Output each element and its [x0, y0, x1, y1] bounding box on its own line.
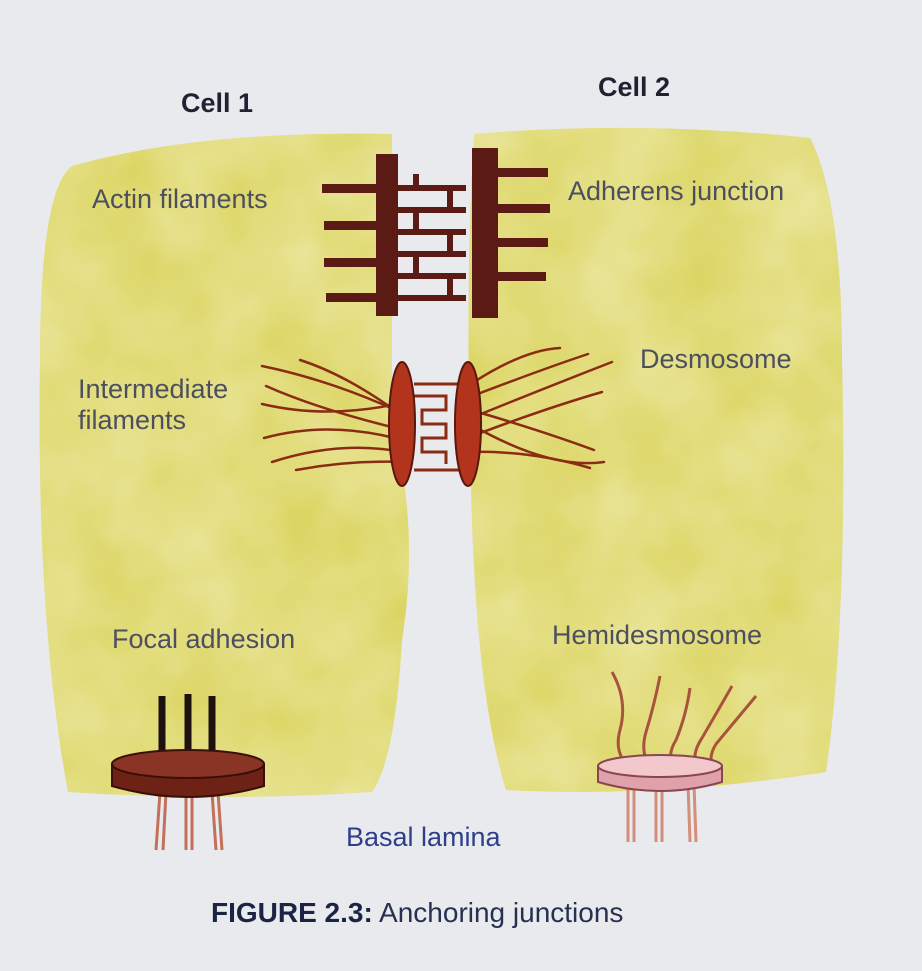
- actin-filament-right-1: [496, 168, 548, 177]
- focal-plate-top: [112, 750, 264, 778]
- desmosome-plaque-left: [389, 362, 415, 486]
- figure-caption: FIGURE 2.3: Anchoring junctions: [211, 897, 623, 929]
- desmosome-label: Desmosome: [640, 344, 792, 375]
- figure-number: FIGURE 2.3:: [211, 897, 373, 928]
- adherens-plaque-right: [472, 148, 498, 318]
- focal-integrin-strands: [156, 792, 222, 850]
- basal-lamina-label: Basal lamina: [346, 822, 501, 853]
- cell-1-label: Cell 1: [181, 88, 253, 119]
- actin-filament-right-2: [496, 204, 550, 213]
- desmosome-linkers: [414, 384, 460, 470]
- hemidesmosome-label: Hemidesmosome: [552, 620, 762, 651]
- adherens-plaque-left: [376, 154, 398, 316]
- desmosome-plaque-right: [455, 362, 481, 486]
- desmosome: [389, 362, 481, 486]
- actin-filament-left-4: [326, 293, 378, 302]
- hemidesmosome-plate-top: [598, 755, 722, 777]
- actin-filament-left-3: [324, 258, 378, 267]
- cell-2-label: Cell 2: [598, 72, 670, 103]
- actin-filaments-label: Actin filaments: [92, 184, 268, 215]
- hemidesmosome-integrin-strands: [628, 784, 696, 842]
- adherens-zigzag: [416, 174, 450, 298]
- adherens-junction-label: Adherens junction: [568, 176, 784, 207]
- actin-filament-right-3: [496, 238, 548, 247]
- actin-filament-right-4: [496, 272, 546, 281]
- actin-filament-left-1: [322, 184, 378, 193]
- cell-1-texture: [40, 134, 409, 797]
- intermediate-filaments-label: Intermediate filaments: [78, 374, 268, 436]
- adherens-linker-proteins: [398, 188, 466, 298]
- actin-filament-left-2: [324, 221, 378, 230]
- focal-adhesion-label: Focal adhesion: [112, 624, 295, 655]
- figure-title: Anchoring junctions: [379, 897, 623, 928]
- cell-1: [40, 134, 409, 797]
